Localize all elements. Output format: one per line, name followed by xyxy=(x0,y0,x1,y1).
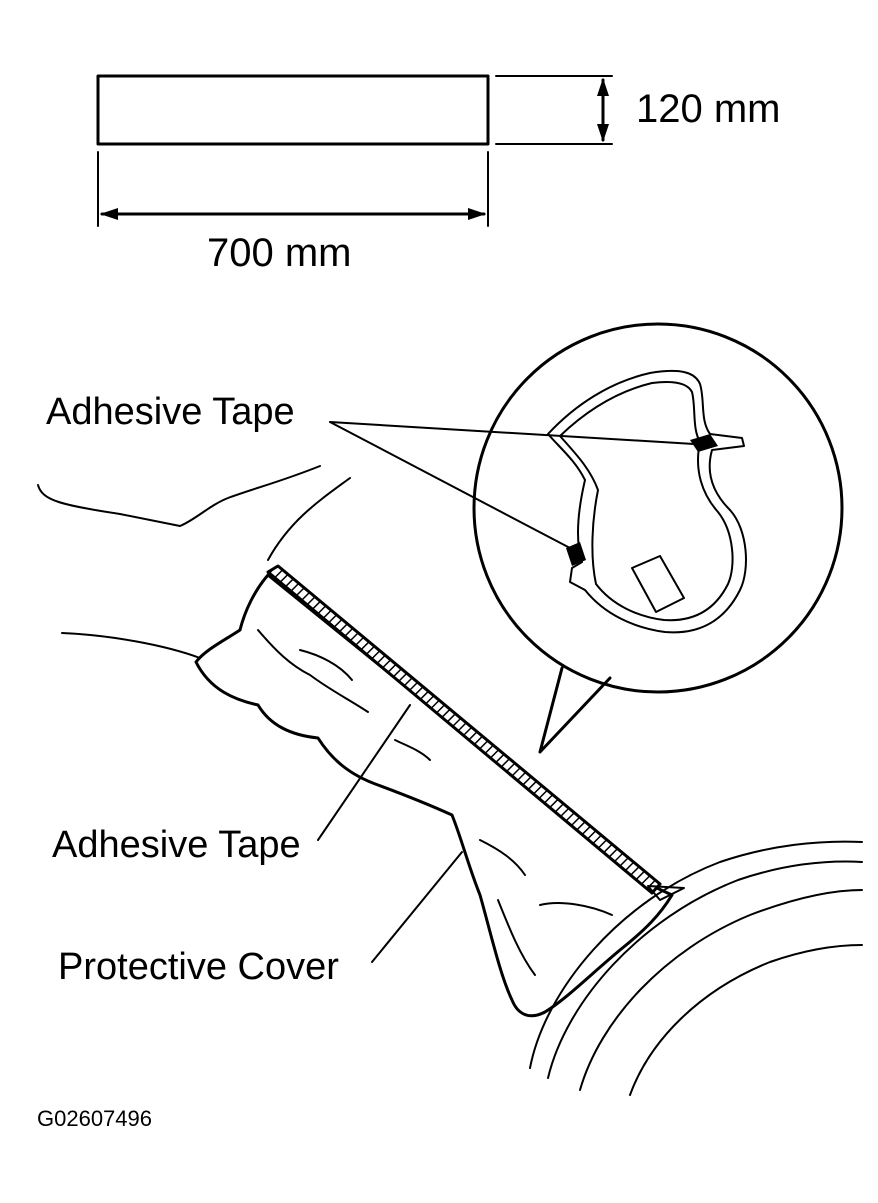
cover-fold-6 xyxy=(497,899,536,976)
width-label: 700 mm xyxy=(207,231,352,275)
leader-protective-cover xyxy=(371,851,463,963)
leader-upper-to-detail-top xyxy=(329,421,695,445)
tape-detail-lower xyxy=(566,542,586,566)
callout-pointer xyxy=(538,666,612,754)
label-protective-cover: Protective Cover xyxy=(58,946,339,988)
vehicle-body-outline xyxy=(37,465,863,1096)
label-adhesive-tape-upper: Adhesive Tape xyxy=(46,391,295,433)
detail-callout xyxy=(472,322,844,754)
pillar-line xyxy=(267,477,351,561)
width-arrow-left xyxy=(100,208,118,220)
height-label: 120 mm xyxy=(636,87,781,131)
fender-edge xyxy=(37,465,321,527)
tape-strip-drawing: 120 mm 700 mm xyxy=(96,74,781,275)
detail-circle xyxy=(472,322,844,694)
body-side-line xyxy=(61,632,201,659)
height-arrow-top xyxy=(597,78,609,96)
tape-strip xyxy=(96,74,490,146)
figure-code: G02607496 xyxy=(37,1106,152,1131)
detail-section xyxy=(547,369,747,634)
tire-outline xyxy=(579,889,863,1091)
leader-upper-to-detail-bottom xyxy=(329,421,571,549)
cover-fold-1 xyxy=(257,629,369,713)
width-arrow-right xyxy=(468,208,486,220)
section-profile-inner xyxy=(559,381,734,622)
protective-cover-drawing xyxy=(194,573,674,1018)
label-adhesive-tape-lower: Adhesive Tape xyxy=(52,824,301,866)
cover-fold-5 xyxy=(539,902,613,916)
cover-fold-2 xyxy=(299,649,353,681)
leader-lines xyxy=(317,421,695,963)
tire-inner xyxy=(629,944,863,1096)
cover-fold-4 xyxy=(479,839,526,876)
leader-lower-tape xyxy=(317,704,411,841)
height-arrow-bottom xyxy=(597,124,609,142)
cover-fold-3 xyxy=(394,739,431,761)
tape-end-fold xyxy=(647,885,685,901)
tape-detail-upper xyxy=(690,434,718,452)
section-profile-outer xyxy=(547,369,747,634)
protective-cover xyxy=(194,573,674,1018)
adhesive-tape-strip xyxy=(266,564,662,895)
wheel-arch-outer xyxy=(529,840,863,1069)
section-panel xyxy=(631,555,685,613)
wheel-arch-mid xyxy=(547,860,863,1079)
